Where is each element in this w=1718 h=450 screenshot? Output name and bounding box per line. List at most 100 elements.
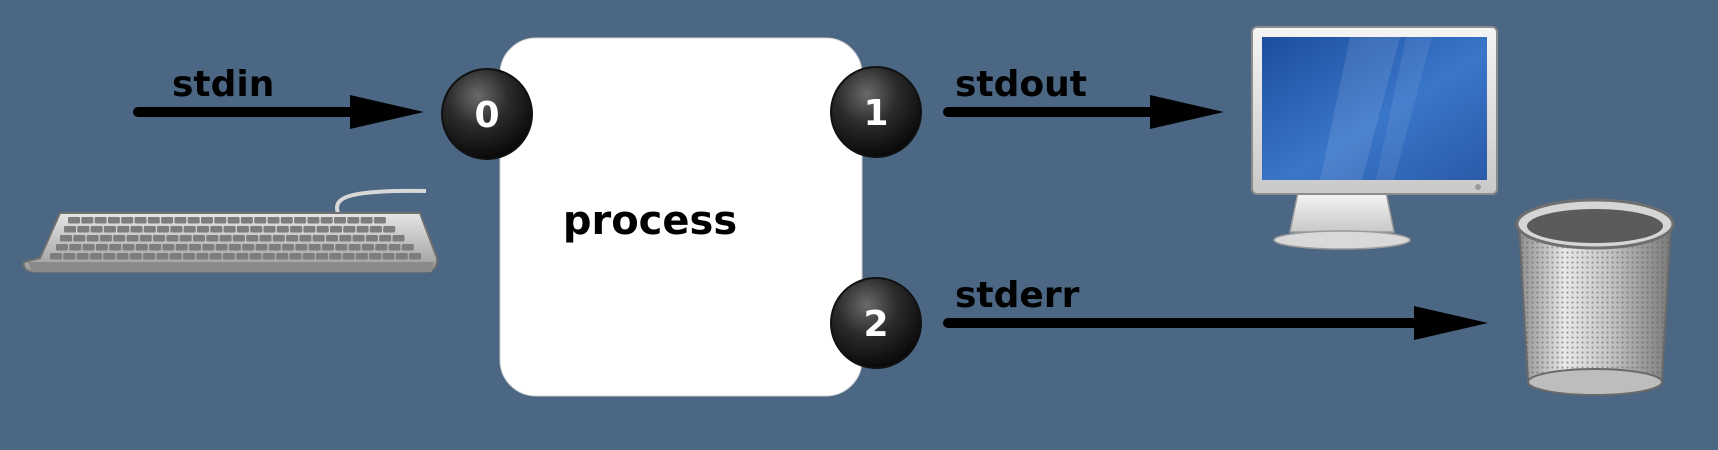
keyboard-key: [107, 217, 120, 224]
keyboard-key: [63, 253, 76, 260]
keyboard-key: [369, 226, 382, 233]
keyboard-key: [130, 226, 143, 233]
keyboard-key: [60, 235, 72, 242]
keyboard-key: [329, 253, 342, 260]
trash-can-icon: [1515, 198, 1675, 396]
keyboard-key: [352, 235, 365, 242]
keyboard-key: [312, 235, 325, 242]
keyboard-key: [316, 253, 328, 260]
keyboard-key: [290, 226, 303, 233]
keyboard-key: [69, 244, 82, 251]
keyboard-key: [147, 217, 160, 224]
keyboard-key: [236, 226, 249, 233]
keyboard-key: [254, 217, 267, 224]
keyboard-key: [383, 226, 396, 233]
keyboard-key: [50, 253, 62, 260]
keyboard-key: [201, 217, 213, 224]
keyboard-key: [240, 217, 253, 224]
keyboard-key: [365, 235, 378, 242]
fd-0-badge: 0: [441, 68, 533, 160]
keyboard-key: [379, 235, 392, 242]
fd-2-badge: 2: [830, 277, 922, 369]
keyboard-key: [94, 217, 107, 224]
keyboard-key: [95, 244, 108, 251]
keyboard-key: [262, 253, 275, 260]
keyboard-key: [197, 226, 209, 233]
keyboard-key: [294, 217, 307, 224]
keyboard-key: [299, 235, 312, 242]
stdout-label: stdout: [955, 64, 1087, 105]
keyboard-key: [395, 253, 408, 260]
fd-1-badge: 1: [830, 66, 922, 158]
process-label: process: [563, 198, 737, 244]
keyboard-key: [116, 253, 129, 260]
keyboard-key: [326, 235, 338, 242]
keyboard-key: [223, 226, 236, 233]
keyboard-key: [179, 235, 192, 242]
keyboard-key: [360, 217, 373, 224]
keyboard-key: [143, 226, 156, 233]
keyboard-key: [222, 253, 235, 260]
keyboard-key: [347, 217, 360, 224]
keyboard-key: [169, 253, 182, 260]
keyboard-key: [64, 226, 76, 233]
keyboard-key: [369, 253, 382, 260]
keyboard-key: [117, 226, 130, 233]
keyboard-key: [76, 253, 89, 260]
keyboard-key: [250, 226, 263, 233]
keyboard-key: [189, 244, 201, 251]
keyboard-key: [335, 244, 348, 251]
keyboard-key: [289, 253, 302, 260]
keyboard-key: [236, 253, 249, 260]
keyboard-key: [373, 217, 386, 224]
keyboard-key: [259, 235, 272, 242]
keyboard-key: [246, 235, 259, 242]
keyboard-key: [227, 217, 240, 224]
keyboard-key: [392, 235, 405, 242]
keyboard-key: [157, 226, 170, 233]
keyboard-key: [401, 244, 414, 251]
keyboard-key: [90, 226, 103, 233]
keyboard-key: [295, 244, 308, 251]
keyboard-key: [267, 217, 280, 224]
keyboard-key: [342, 253, 355, 260]
keyboard-key: [99, 235, 112, 242]
keyboard-key: [135, 244, 148, 251]
keyboard-key: [320, 217, 333, 224]
keyboard-key: [361, 244, 374, 251]
keyboard-key: [103, 226, 116, 233]
keyboard-key: [126, 235, 139, 242]
keyboard-key: [81, 217, 94, 224]
keyboard-key: [82, 244, 95, 251]
keyboard-key: [77, 226, 90, 233]
keyboard-key: [139, 235, 152, 242]
keyboard-key: [382, 253, 395, 260]
keyboard-key: [193, 235, 205, 242]
keyboard-key: [162, 244, 175, 251]
keyboard-key: [161, 217, 174, 224]
keyboard-key: [242, 244, 255, 251]
keyboard-key: [276, 253, 289, 260]
keyboard-key: [308, 244, 321, 251]
keyboard-key: [113, 235, 126, 242]
keyboard-key: [282, 244, 295, 251]
keyboard-key: [355, 253, 368, 260]
keyboard-icon: [22, 188, 439, 273]
keyboard-key: [170, 226, 183, 233]
fd-2-label: 2: [863, 304, 888, 345]
keyboard-key: [153, 235, 166, 242]
keyboard-key: [215, 244, 228, 251]
process-box: [499, 37, 863, 397]
keyboard-key: [303, 226, 316, 233]
stdin-arrow: [133, 95, 424, 129]
keyboard-key: [73, 235, 86, 242]
keyboard-key: [183, 253, 195, 260]
keyboard-key: [202, 244, 215, 251]
keyboard-key: [232, 235, 245, 242]
keyboard-key: [388, 244, 401, 251]
keyboard-key: [263, 226, 276, 233]
keyboard-key: [280, 217, 293, 224]
keyboard-key: [276, 226, 289, 233]
fd-1-label: 1: [863, 93, 888, 134]
